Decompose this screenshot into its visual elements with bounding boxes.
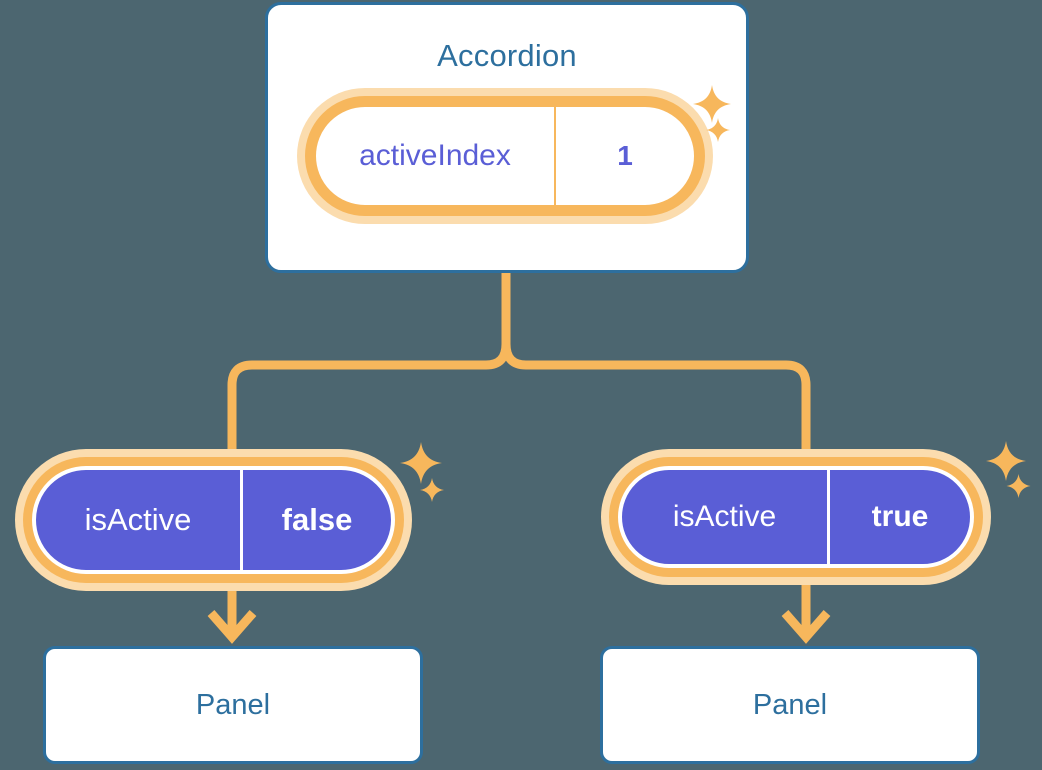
connector-branch-right: [501, 343, 811, 466]
state-pill-isactive-false[interactable]: isActive false: [32, 466, 395, 574]
state-value-isactive-left: false: [281, 502, 353, 537]
connector-branch-left: [227, 343, 511, 466]
sparkle-icon: [398, 440, 444, 486]
sparkle-icon: [984, 439, 1028, 483]
sparkle-icon: [1005, 473, 1032, 500]
state-value-isactive-right: true: [871, 500, 929, 533]
state-pill-activeindex[interactable]: activeIndex 1: [305, 96, 705, 216]
state-key-activeindex: activeIndex: [316, 107, 556, 205]
state-pill-isactive-true[interactable]: isActive true: [618, 466, 974, 568]
component-title-accordion: Accordion: [437, 38, 577, 73]
connector-arrow-right-head: [781, 610, 831, 644]
component-card-panel-right[interactable]: Panel: [600, 646, 980, 764]
component-card-panel-left[interactable]: Panel: [43, 646, 423, 764]
state-key-isactive-left: isActive: [36, 470, 243, 570]
state-value-activeindex: 1: [617, 140, 633, 171]
connector-arrow-left-head: [207, 610, 257, 644]
component-title-panel-left: Panel: [195, 688, 271, 721]
component-title-panel-right: Panel: [752, 688, 828, 721]
state-key-isactive-right: isActive: [622, 470, 830, 564]
sparkle-icon: [418, 477, 446, 505]
